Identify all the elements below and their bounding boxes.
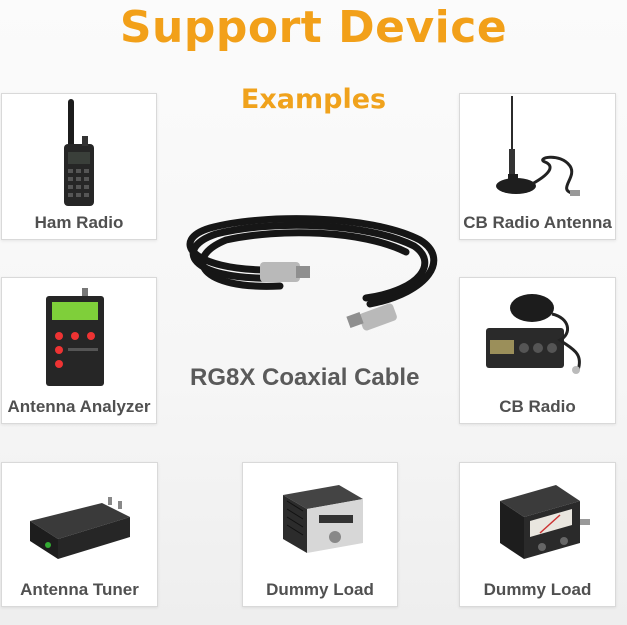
antenna-analyzer-icon [46,288,104,386]
device-label-dummy-load-2: Dummy Load [483,580,592,599]
ham-radio-icon [64,99,94,206]
device-label-dummy-load-1: Dummy Load [266,580,374,599]
antenna-icon [496,96,580,196]
swr-meter-icon [500,485,590,559]
page-subtitle: Examples [240,84,387,115]
dummy-load-icon [283,485,363,553]
device-card-cb-radio: CB Radio [459,277,616,424]
cb-radio-icon [486,294,581,374]
device-card-antenna-tuner: Antenna Tuner [1,462,158,607]
antenna-tuner-icon [30,497,130,559]
device-card-ham-radio: Ham Radio [1,93,157,240]
device-card-cb-radio-antenna: CB Radio Antenna [459,93,616,240]
cable-label: RG8X Coaxial Cable [190,364,420,391]
device-label-antenna-analyzer: Antenna Analyzer [7,397,151,416]
coaxial-cable-icon [186,215,438,331]
device-label-cb-radio-antenna: CB Radio Antenna [463,213,612,232]
device-card-dummy-load-1: Dummy Load [242,462,398,607]
device-card-antenna-analyzer: Antenna Analyzer [1,277,157,424]
device-label-antenna-tuner: Antenna Tuner [20,580,139,599]
device-label-ham-radio: Ham Radio [34,213,124,232]
page-title: Support Device [119,2,508,53]
device-card-dummy-load-2: Dummy Load [459,462,616,607]
device-label-cb-radio: CB Radio [499,397,576,416]
